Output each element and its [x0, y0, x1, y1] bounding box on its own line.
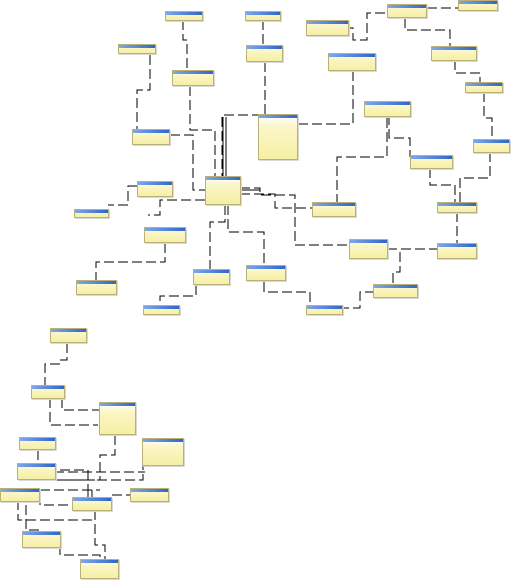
- table-box[interactable]: [349, 239, 388, 259]
- relation-line: [37, 450, 89, 500]
- relation-line: [298, 68, 354, 125]
- relation-line: [49, 398, 98, 426]
- relation-line: [336, 118, 388, 205]
- relation-line: [148, 199, 205, 216]
- table-box[interactable]: [387, 4, 427, 18]
- relation-line: [136, 52, 151, 131]
- table-box[interactable]: [76, 280, 117, 295]
- table-box[interactable]: [137, 181, 173, 197]
- relation-line: [159, 285, 197, 305]
- relation-line: [429, 168, 456, 202]
- table-box[interactable]: [142, 438, 184, 466]
- relation-line: [61, 398, 100, 411]
- table-box[interactable]: [19, 437, 56, 450]
- table-box[interactable]: [306, 305, 343, 315]
- table-box[interactable]: [458, 0, 498, 11]
- relation-line: [39, 495, 75, 506]
- table-box[interactable]: [431, 46, 477, 61]
- table-box[interactable]: [144, 227, 186, 243]
- table-box[interactable]: [246, 265, 286, 281]
- table-box[interactable]: [22, 531, 61, 548]
- relation-line: [189, 86, 216, 178]
- table-box[interactable]: [465, 82, 503, 93]
- table-box[interactable]: [31, 385, 65, 399]
- relation-line: [95, 460, 144, 481]
- relation-line: [170, 134, 205, 191]
- table-box[interactable]: [246, 45, 283, 62]
- relation-line: [94, 510, 106, 560]
- relation-line: [51, 468, 92, 481]
- table-box[interactable]: [72, 497, 112, 511]
- table-box[interactable]: [50, 328, 87, 343]
- table-box[interactable]: [0, 488, 40, 502]
- relation-line: [221, 62, 266, 180]
- relation-line: [330, 12, 390, 41]
- relation-line: [59, 545, 101, 560]
- relation-line: [108, 185, 137, 206]
- table-box[interactable]: [328, 53, 376, 71]
- table-box[interactable]: [118, 44, 156, 54]
- relation-line: [99, 435, 116, 480]
- table-box[interactable]: [205, 176, 241, 205]
- relation-line: [44, 363, 60, 385]
- table-box[interactable]: [193, 269, 230, 285]
- relation-line: [25, 505, 40, 531]
- relation-line: [483, 92, 493, 140]
- table-box[interactable]: [245, 11, 281, 21]
- relation-line: [340, 291, 375, 309]
- table-box[interactable]: [143, 305, 180, 315]
- table-box[interactable]: [99, 402, 136, 435]
- table-box[interactable]: [17, 463, 56, 480]
- relation-line: [392, 252, 401, 285]
- table-box[interactable]: [312, 202, 356, 217]
- relation-line: [240, 187, 350, 246]
- relation-line: [388, 115, 411, 157]
- table-box[interactable]: [80, 559, 119, 579]
- table-box[interactable]: [306, 20, 349, 36]
- table-box[interactable]: [132, 129, 170, 145]
- relation-line: [60, 343, 68, 361]
- table-box[interactable]: [437, 202, 477, 213]
- table-box[interactable]: [130, 488, 169, 502]
- relation-line: [209, 205, 226, 270]
- table-box[interactable]: [473, 139, 510, 153]
- relation-line: [182, 20, 188, 70]
- relation-line: [454, 60, 481, 82]
- table-box[interactable]: [172, 70, 214, 86]
- table-box[interactable]: [74, 209, 109, 218]
- table-box[interactable]: [437, 243, 477, 259]
- table-box[interactable]: [165, 11, 203, 21]
- table-box[interactable]: [373, 284, 418, 298]
- relation-line: [17, 500, 95, 521]
- relation-line: [404, 18, 451, 47]
- relation-line: [459, 152, 491, 202]
- relation-line: [240, 193, 313, 209]
- relation-line: [263, 282, 311, 305]
- relation-line: [95, 243, 166, 280]
- table-box[interactable]: [410, 155, 453, 169]
- table-box[interactable]: [258, 114, 298, 160]
- relation-line: [227, 205, 265, 265]
- table-box[interactable]: [364, 101, 411, 117]
